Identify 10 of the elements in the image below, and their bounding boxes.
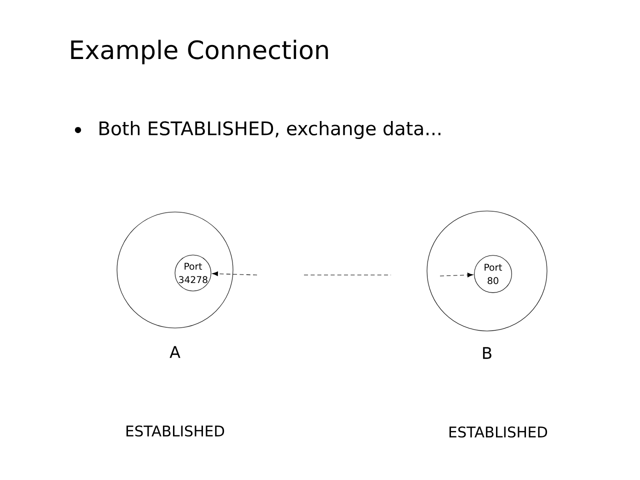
arrow: [212, 271, 258, 276]
slide-title: Example Connection: [71, 40, 328, 64]
host-letter: B: [483, 347, 492, 359]
bullet-text: Both ESTABLISHED, exchange data...: [100, 120, 440, 140]
arrow: [440, 272, 474, 278]
state-label: ESTABLISHED: [450, 426, 548, 438]
state-label: ESTABLISHED: [126, 425, 224, 437]
host-circle: [116, 212, 234, 328]
host-circle: [426, 210, 548, 332]
host-letter: A: [170, 346, 180, 358]
